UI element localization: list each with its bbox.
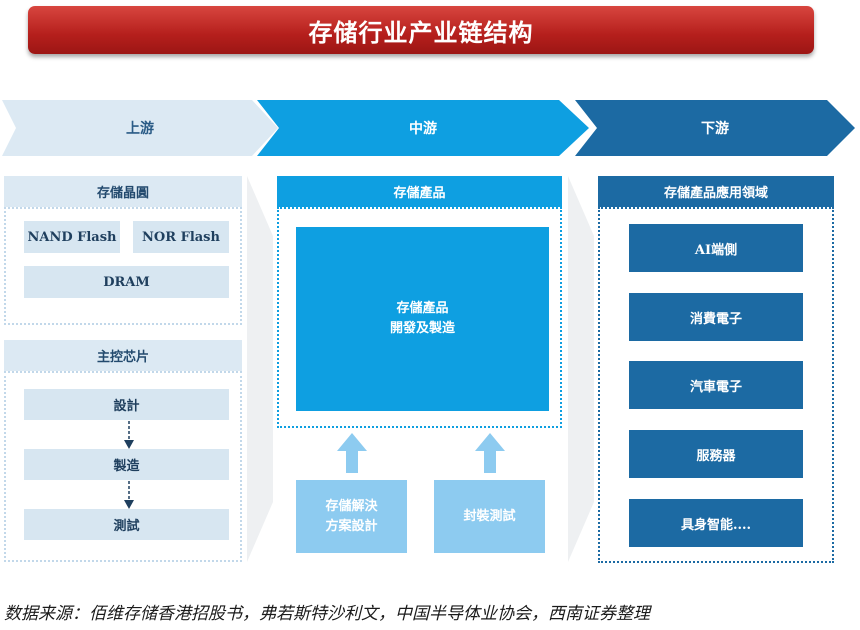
page-title: 存储行业产业链结构 xyxy=(28,6,814,54)
arrow-up-icon xyxy=(475,433,505,473)
solution-design-block: 存儲解決 方案設計 xyxy=(296,480,407,553)
wafer-item-nand: NAND Flash xyxy=(24,221,120,253)
application-ai-edge: AI端側 xyxy=(629,224,803,272)
arrow-up-icon xyxy=(337,433,367,473)
product-development-line2: 開發及製造 xyxy=(389,321,455,336)
downstream-panel xyxy=(598,207,834,563)
application-servers: 服務器 xyxy=(629,430,803,478)
chip-step-manufacture: 製造 xyxy=(24,449,229,480)
stage-midstream: 中游 xyxy=(257,100,589,156)
connector-upstream-to-midstream xyxy=(247,176,273,562)
application-consumer-electronics: 消費電子 xyxy=(629,293,803,341)
application-automotive-electronics: 汽車電子 xyxy=(629,361,803,409)
midstream-header: 存儲產品 xyxy=(277,176,562,207)
solution-design-line2: 方案設計 xyxy=(325,518,378,534)
packaging-test-label: 封裝測試 xyxy=(463,508,516,524)
chip-panel xyxy=(4,371,242,562)
midstream-panel xyxy=(277,207,562,428)
chip-step-test: 測試 xyxy=(24,509,229,540)
packaging-test-block: 封裝測試 xyxy=(434,480,545,553)
product-development-block: 存儲產品 開發及製造 xyxy=(296,227,549,411)
wafer-item-dram: DRAM xyxy=(24,266,229,298)
chip-header: 主控芯片 xyxy=(4,340,242,371)
stage-downstream: 下游 xyxy=(575,100,855,156)
wafer-header: 存儲晶圓 xyxy=(4,176,242,207)
chip-step-design: 設計 xyxy=(24,389,229,420)
connector-midstream-to-downstream xyxy=(568,176,594,562)
arrow-down-icon xyxy=(124,421,134,449)
application-embodied-intelligence: 具身智能.... xyxy=(629,499,803,547)
wafer-item-nor: NOR Flash xyxy=(133,221,229,253)
downstream-header: 存儲產品應用領域 xyxy=(598,176,834,207)
data-source-note: 数据来源：佰维存储香港招股书，弗若斯特沙利文，中国半导体业协会，西南证券整理 xyxy=(4,604,650,624)
arrow-down-icon xyxy=(124,481,134,509)
product-development-line1: 存儲產品 xyxy=(396,301,449,316)
solution-design-line1: 存儲解決 xyxy=(325,498,378,514)
wafer-panel xyxy=(4,207,242,325)
stage-upstream: 上游 xyxy=(2,100,278,156)
